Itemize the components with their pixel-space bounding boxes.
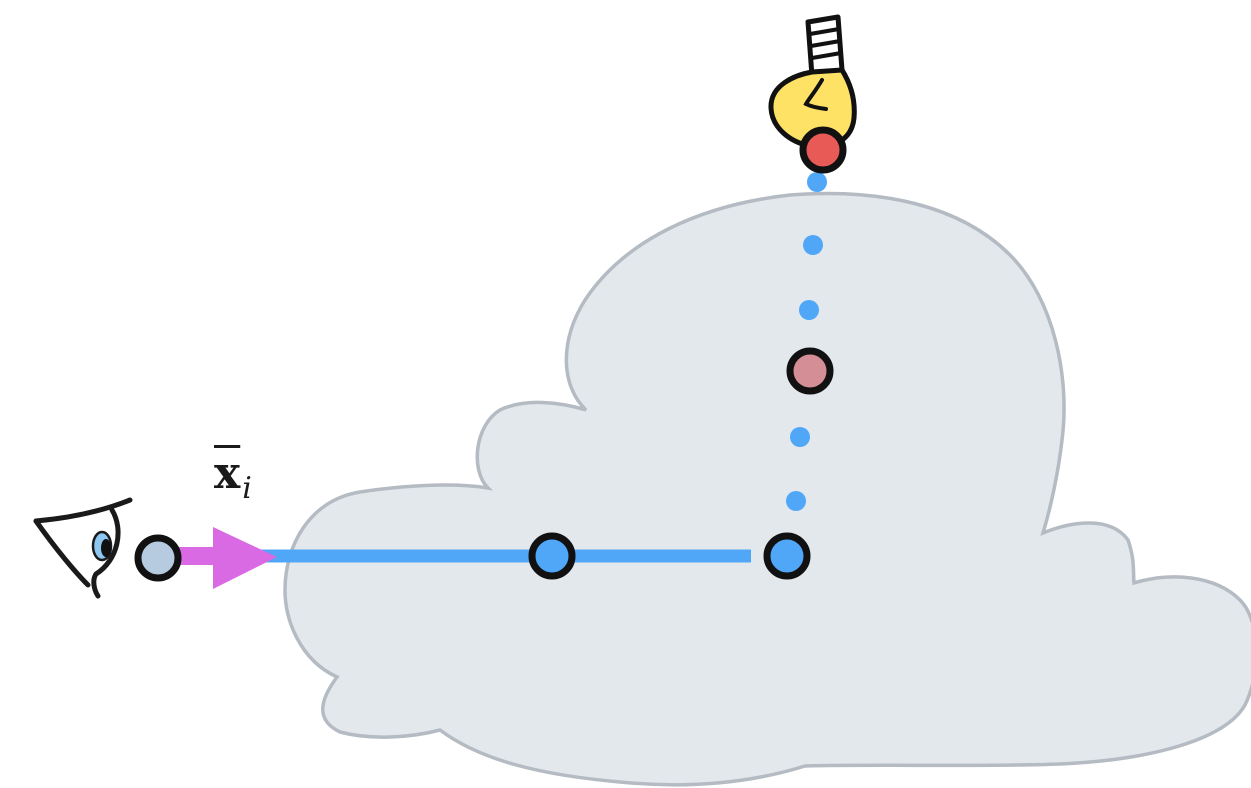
eye-icon	[33, 497, 133, 599]
shadow-ray-dot	[807, 172, 827, 192]
sample-point	[528, 532, 576, 580]
shadow-ray-dot	[799, 300, 819, 320]
direction-label-symbol: x	[214, 448, 241, 499]
shadow-ray-dot	[786, 491, 806, 511]
direction-label: xi	[214, 452, 252, 504]
shadow-ray-dot	[790, 427, 810, 447]
cloud-medium	[283, 191, 1251, 787]
shadow-ray-dot	[803, 235, 823, 255]
shadow-sample-point	[786, 347, 834, 395]
shadow-ray	[786, 172, 827, 511]
direction-arrow	[178, 527, 277, 589]
light-bulb-icon	[768, 14, 857, 150]
camera-origin-point	[134, 534, 182, 582]
direction-label-subscript: i	[242, 471, 252, 506]
light-point	[799, 126, 847, 174]
scatter-point	[763, 532, 811, 580]
